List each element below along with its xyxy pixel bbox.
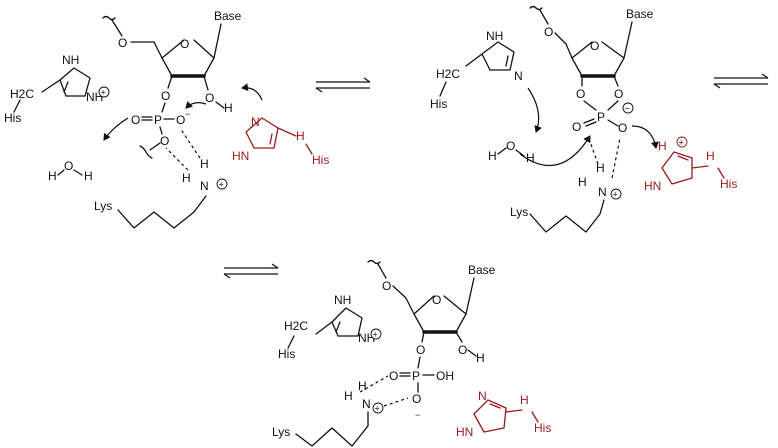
water-o: O [64,159,73,173]
ring-oxygen-2: O [590,39,599,53]
lys-h-a-2: H [578,175,587,189]
phosphorus-2: P [597,110,605,124]
lys-chain [117,195,207,229]
atom-o5b: O [544,25,553,39]
lys-n-3: N [362,397,371,411]
atom-o2c: O [458,343,467,357]
his-label-left: His [4,111,21,125]
chain-wiggle [102,15,116,21]
chain-wiggle-4 [367,259,381,265]
lys-plus-2: + [613,190,618,200]
atom-o-minus-3: O [412,392,421,406]
ring-oxygen: O [180,37,189,51]
his-ch2-3: H2C [284,319,308,333]
lys-n: N [200,179,209,193]
base-label-3: Base [468,263,496,277]
water-h1: H [48,169,57,183]
his-ch2: H2C [10,87,34,101]
imidazole-left-3 [331,307,363,337]
red-his-hn-2: HN [644,179,661,193]
atom-o5p: O [160,134,169,148]
atom-h2c: H [476,351,485,365]
lys-label-2: Lys [510,205,528,219]
charge-minus-3: − [415,410,420,420]
imidazole-left [59,67,91,97]
his-nh-2: NH [486,29,503,43]
ring-oxygen-3: O [432,293,441,307]
his-nh: NH [62,53,79,67]
his-n-2: N [514,69,523,83]
equilibrium-arrow-2 [713,73,769,89]
atom-o2: O [205,91,214,105]
imidazole-red-2 [661,151,693,185]
atom-o3b: O [576,87,585,101]
lys-n-2: N [598,185,607,199]
his-nh-3: NH [334,293,351,307]
lys-chain-3 [295,411,369,447]
charge-plus: + [101,88,106,98]
water2-o: O [506,139,515,153]
his-label-2: His [430,97,447,111]
phosphorus: P [154,113,162,127]
imidazole-red-3 [473,399,507,433]
red-his-h2: H [296,129,305,143]
lys-h-b-2: H [596,161,605,175]
red-his-label: His [312,153,329,167]
lys-h-b-3: H [358,379,367,393]
lys-plus-3: + [375,404,380,414]
red-his-h-2: H [658,139,667,153]
atom-op-2: O [572,120,581,134]
water2-h2: H [526,151,535,165]
lys-plus: + [219,180,224,190]
stage-1-reactant: O O Base O O H P O O − O NH NH [4,9,329,229]
red-his-h2-2: H [706,149,715,163]
his-ch2-2: H2C [436,67,460,81]
atom-o3c: O [416,343,425,357]
stage-3-product: O O Base O O H P O OH O − NH NH + [272,259,551,447]
equilibrium-arrow-3 [223,263,279,279]
atom-h2: H [224,101,233,115]
red-plus: + [679,138,684,148]
red-his-h2-3: H [520,393,529,407]
red-his-hn-3: HN [456,425,473,439]
chain-wiggle-3 [529,5,543,11]
lys-h-a: H [182,171,191,185]
red-his-hn: HN [232,149,249,163]
atom-o5: O [118,36,127,50]
atom-o2b: O [614,87,623,101]
lys-h-a-3: H [344,389,353,403]
ring-bond [161,39,185,59]
red-his-n: N [251,115,260,129]
imidazole-left-2 [481,41,515,71]
lys-chain-2 [529,199,605,233]
charge-minus: − [185,109,190,119]
lys-label-3: Lys [272,425,290,439]
his-label-3: His [278,347,295,361]
lys-h-b: H [200,157,209,171]
chain-wiggle-2 [139,145,153,159]
atom-o5c: O [382,279,391,293]
water-h2: H [84,169,93,183]
base-label-2: Base [626,7,654,21]
lys-label-1: Lys [94,199,112,213]
red-his-label-3: His [534,421,551,435]
red-his-label-2: His [720,177,737,191]
atom-o-minus-2: O [618,121,627,135]
phosphorus-3: P [412,369,420,383]
atom-oh-3: OH [436,369,454,383]
water2-h1: H [488,149,497,163]
atom-o3: O [161,89,170,103]
red-his-n-3: N [478,389,487,403]
equilibrium-arrow-1 [315,77,371,93]
charge-plus-3: + [373,330,378,340]
atom-op: O [131,113,140,127]
imidazole-red [245,117,279,149]
stage-2-intermediate: O O Base O O P O O − NH N H2C His [430,5,737,233]
charge-minus-2: − [625,104,630,114]
atom-op-3: O [389,369,398,383]
atom-o-minus: O [176,113,185,127]
base-label: Base [214,9,242,23]
